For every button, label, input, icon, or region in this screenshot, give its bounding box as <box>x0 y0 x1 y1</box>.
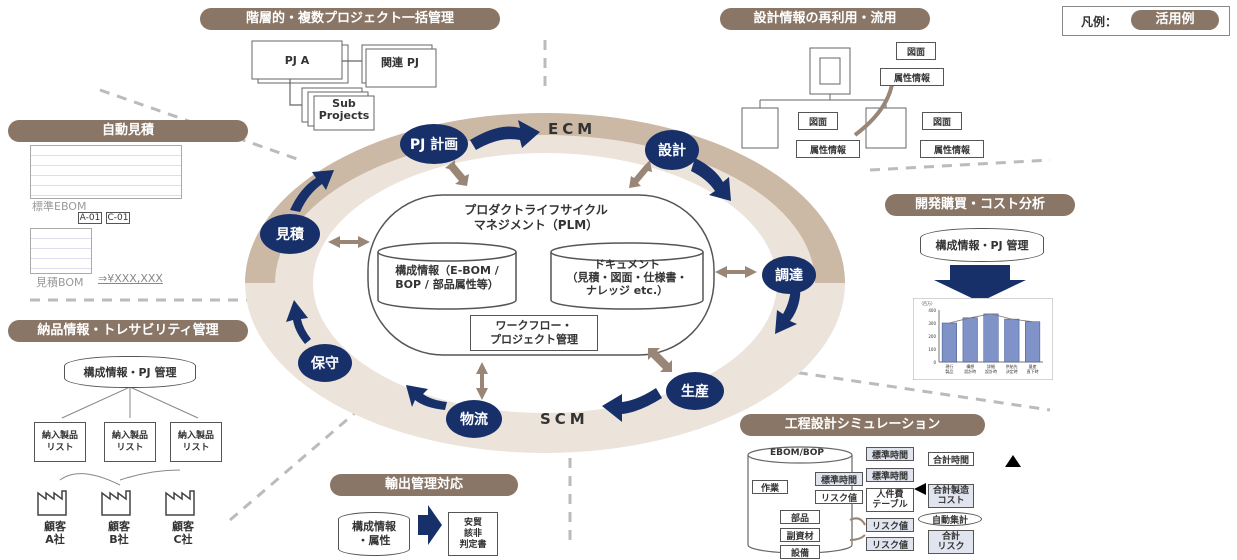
chart-x-tick: 直下時 <box>1027 368 1039 374</box>
chart-y-tick: 300 <box>928 321 936 326</box>
process-labor: 人件費 テーブル <box>866 488 914 512</box>
reuse-drawing-right: 図面 <box>922 112 962 130</box>
db-document: ドキュメント （見積・図面・仕様書・ ナレッジ etc.） <box>566 258 688 297</box>
reuse-drawing-left: 図面 <box>798 112 838 130</box>
legend-label: 凡例： <box>1081 15 1118 29</box>
chart-bar <box>1025 321 1041 363</box>
pill-procurement: 開発購買・コスト分析 <box>885 194 1075 216</box>
chart-x-tick: 設計時 <box>964 368 976 374</box>
reuse-drawing-top: 図面 <box>896 42 936 60</box>
process-std-3: 標準時間 <box>866 468 914 482</box>
procure-arrow <box>934 265 1026 302</box>
cost-chart: 4003002001000（百万）現行製品構想設計時詳細設計時供給先決定時量産直… <box>913 298 1053 380</box>
customer-c: 顧客 C社 <box>172 520 194 546</box>
process-total-cost: 合計製造 コスト <box>928 484 974 508</box>
circle-design: 設計 <box>645 130 699 170</box>
circle-estimate: 見積 <box>260 214 320 254</box>
estimate-code-a: A-01 <box>78 212 102 224</box>
chart-y-tick: 0 <box>933 360 936 365</box>
legend: 凡例： 活用例 <box>1062 6 1230 36</box>
delivery-db: 構成情報・PJ 管理 <box>64 356 196 388</box>
chart-line <box>949 313 1033 324</box>
estimate-ebom-table <box>30 145 182 199</box>
process-work: 作業 <box>752 480 788 494</box>
circle-pj-plan: PJ 計画 <box>400 124 468 164</box>
process-std-1: 標準時間 <box>815 472 863 486</box>
circle-procure: 調達 <box>762 256 816 294</box>
chart-bar <box>1004 318 1020 363</box>
chart-x-tick: 量産 <box>1029 363 1037 369</box>
estimate-bom-table <box>30 228 92 274</box>
chart-bar <box>962 317 978 363</box>
chart-unit: （百万） <box>919 301 935 306</box>
scm-label: SCM <box>540 410 589 428</box>
procure-db: 構成情報・PJ 管理 <box>920 228 1044 262</box>
chart-bar <box>941 322 957 363</box>
reuse-attr-left: 属性情報 <box>796 140 860 158</box>
workflow-box: ワークフロー・ プロジェクト管理 <box>470 315 598 351</box>
export-source: 構成情報 ・属性 <box>338 512 410 556</box>
chart-x-tick: 詳細 <box>987 363 995 369</box>
pill-delivery: 納品情報・トレサビリティ管理 <box>8 320 248 342</box>
chart-x-tick: 現行 <box>945 363 953 369</box>
pill-export: 輸出管理対応 <box>330 474 518 496</box>
customer-a: 顧客 A社 <box>44 520 66 546</box>
process-std-2: 標準時間 <box>866 447 914 461</box>
process-parts: 部品 <box>780 510 820 524</box>
pill-auto-estimate: 自動見積 <box>8 120 248 142</box>
process-sub: 副資材 <box>780 528 820 542</box>
pill-process-sim: 工程設計シミュレーション <box>740 414 985 436</box>
pj-a-label: PJ A <box>284 54 310 67</box>
process-total-risk: 合計 リスク <box>928 530 974 554</box>
legend-item: 活用例 <box>1131 10 1219 30</box>
circle-logistics: 物流 <box>446 400 502 438</box>
circle-production: 生産 <box>666 372 724 410</box>
pj-related-label: 関連 PJ <box>381 56 419 69</box>
process-total-time: 合計時間 <box>928 452 974 466</box>
customer-b: 顧客 B社 <box>108 520 130 546</box>
process-db-label: EBOM/BOP <box>770 448 825 458</box>
pj-sub-label: Sub Projects <box>318 97 370 122</box>
chart-y-tick: 100 <box>928 347 936 352</box>
process-risk-3: リスク値 <box>866 537 914 551</box>
plm-capsule <box>367 194 715 356</box>
delivery-list-a: 納入製品 リスト <box>34 422 86 462</box>
pill-design-reuse: 設計情報の再利用・流用 <box>720 8 930 30</box>
ecm-label: ECM <box>548 120 597 138</box>
chart-bar <box>983 313 999 363</box>
chart-x-tick: 製品 <box>945 368 953 374</box>
process-risk-2: リスク値 <box>866 518 914 532</box>
estimate-code-c: C-01 <box>106 212 130 224</box>
delivery-list-c: 納入製品 リスト <box>170 422 222 462</box>
reuse-attr-right: 属性情報 <box>920 140 984 158</box>
chart-y-tick: 400 <box>928 308 936 313</box>
pill-multi-project: 階層的・複数プロジェクト一括管理 <box>200 8 500 30</box>
export-doc: 安貿 該非 判定書 <box>448 512 498 556</box>
chart-x-tick: 設計時 <box>985 368 997 374</box>
estimate-price: ⇒¥XXX,XXX <box>98 272 163 285</box>
circle-maintenance: 保守 <box>298 344 352 382</box>
chart-x-tick: 決定時 <box>1006 368 1018 374</box>
estimate-bom-label: 見積BOM <box>36 276 84 289</box>
plm-title: プロダクトライフサイクル マネジメント（PLM） <box>464 203 608 232</box>
chart-x-tick: 構想 <box>966 363 974 369</box>
delivery-list-b: 納入製品 リスト <box>104 422 156 462</box>
db-config: 構成情報（E-BOM / BOP / 部品属性等） <box>395 264 499 291</box>
process-equip: 設備 <box>780 545 820 559</box>
process-risk-1: リスク値 <box>815 490 863 504</box>
estimate-ebom-label: 標準EBOM <box>32 200 87 213</box>
chart-y-tick: 200 <box>928 334 936 339</box>
process-auto: 自動集計 <box>918 512 982 526</box>
chart-x-tick: 供給先 <box>1006 363 1018 369</box>
reuse-attr-top: 属性情報 <box>880 68 944 86</box>
